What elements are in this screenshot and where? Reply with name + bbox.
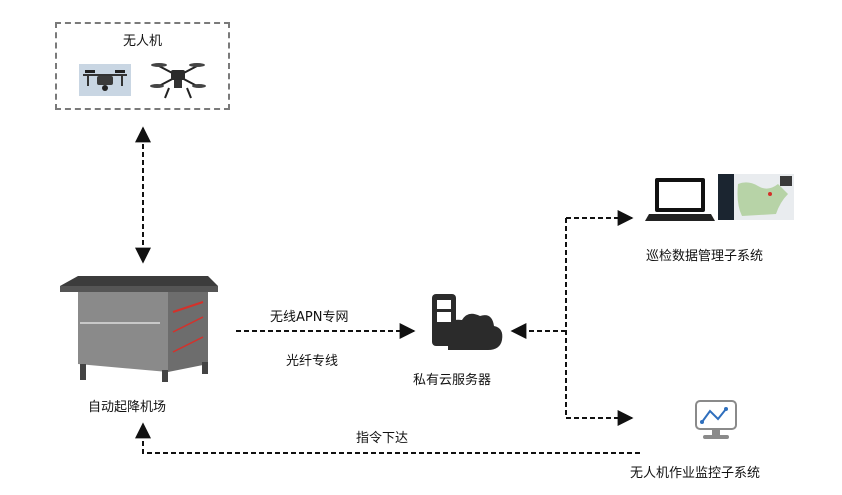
laptop-icon [645,174,715,224]
dock-label: 自动起降机场 [88,400,167,415]
uav-group-title: 无人机 [122,34,162,49]
link-label-apn: 无线APN专网 [270,310,349,325]
uav-group-box: 无人机 [55,22,230,110]
link-label-fiber: 光纤专线 [286,354,339,369]
inspection-label: 巡检数据管理子系统 [646,249,764,264]
cloud-server-icon [418,290,508,358]
dock-image [58,272,220,384]
map-screen-image [718,174,794,220]
command-path [135,422,640,454]
command-label: 指令下达 [356,431,409,446]
drone-image-1 [79,64,131,96]
monitor-label: 无人机作业监控子系统 [630,466,761,481]
drone-image-2 [149,58,207,100]
monitor-icon [693,398,739,444]
cloud-label: 私有云服务器 [413,373,492,388]
